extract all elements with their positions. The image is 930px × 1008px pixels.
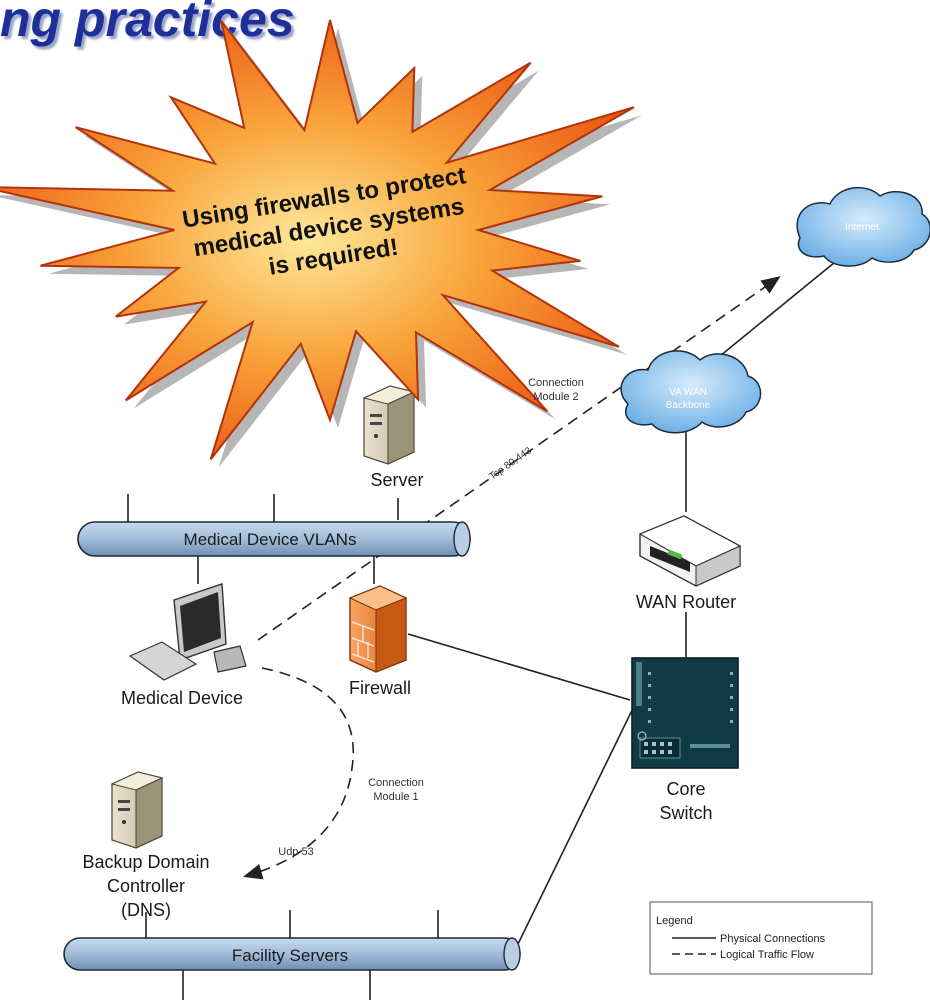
firewall-label: Firewall bbox=[349, 678, 411, 698]
backup-dc-label-3: (DNS) bbox=[121, 900, 171, 920]
legend: Legend Physical Connections Logical Traf… bbox=[649, 901, 873, 975]
starburst-body bbox=[0, 19, 635, 461]
logical-flows bbox=[242, 276, 781, 880]
core-switch-icon bbox=[631, 657, 739, 769]
backup-dc-label-1: Backup Domain bbox=[82, 852, 209, 872]
medical-device-icon bbox=[128, 583, 247, 681]
wan-backbone-label-2: Backbone bbox=[666, 400, 711, 411]
backup-dc-server-icon bbox=[110, 771, 164, 849]
wan-backbone-label-1: VA WAN bbox=[669, 387, 707, 398]
facility-servers-bus bbox=[63, 937, 521, 971]
medical-device-label: Medical Device bbox=[121, 688, 243, 708]
legend-logical-label: Logical Traffic Flow bbox=[720, 949, 814, 961]
medical-vlan-label: Medical Device VLANs bbox=[184, 530, 357, 549]
flow-module2-label-1: Connection bbox=[528, 377, 584, 389]
flow-udp-label: Udp 53 bbox=[278, 846, 313, 858]
wan-router-label: WAN Router bbox=[636, 592, 736, 612]
server-label: Server bbox=[370, 470, 423, 490]
medical-vlan-bus bbox=[77, 521, 471, 557]
wan-router-icon bbox=[638, 515, 742, 587]
flow-module1-label-1: Connection bbox=[368, 777, 424, 789]
flow-module2-label-2: Module 2 bbox=[533, 391, 578, 403]
callout-starburst bbox=[0, 19, 642, 468]
flow-tcp-internet bbox=[257, 276, 781, 641]
legend-physical-label: Physical Connections bbox=[720, 933, 826, 945]
wan-backbone-cloud bbox=[620, 350, 762, 434]
core-switch-label-1: Core bbox=[666, 779, 705, 799]
internet-label: Internet bbox=[845, 222, 879, 233]
flow-module1-label-2: Module 1 bbox=[373, 791, 418, 803]
core-switch-label-2: Switch bbox=[659, 803, 712, 823]
flow-udp-dns bbox=[242, 667, 354, 880]
facility-servers-label: Facility Servers bbox=[232, 946, 348, 965]
server-icon bbox=[362, 385, 416, 465]
physical-connections bbox=[127, 257, 841, 1000]
flow-tcp-label: Tcp 80,443 bbox=[487, 445, 534, 482]
link-firewall-switch bbox=[407, 633, 631, 701]
page-title: ng practices bbox=[0, 0, 295, 47]
backup-dc-label-2: Controller bbox=[107, 876, 185, 896]
link-facility-switch bbox=[517, 699, 638, 945]
legend-title: Legend bbox=[656, 915, 693, 927]
link-wan-internet bbox=[719, 257, 841, 357]
firewall-icon bbox=[348, 585, 408, 673]
